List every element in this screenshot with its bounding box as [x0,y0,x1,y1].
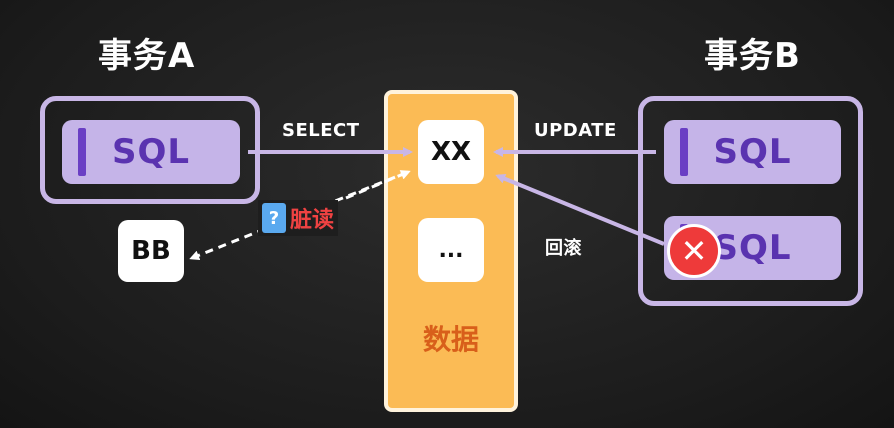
rollback-label: 回滚 [545,238,582,259]
rollback-arrow [495,174,665,246]
result-value-box: BB [118,220,184,282]
select-label: SELECT [282,120,360,141]
transaction-a-sql-label: SQL [111,132,191,172]
update-label: UPDATE [534,120,617,141]
transaction-a-title: 事务A [98,36,196,76]
data-cell-ellipsis: ... [418,218,484,282]
sql-marker-bar [78,128,86,176]
document-question-icon: ? [262,203,286,233]
transaction-b-frame [638,96,863,306]
dirty-read-label: 脏读 [290,208,335,233]
transaction-b-sql-2-label: SQL [713,228,792,268]
dirty-read-arrow-head [345,170,411,200]
sql-marker-bar [680,128,688,176]
transaction-b-title: 事务B [704,36,801,76]
close-icon: ✕ [667,224,721,278]
transaction-b-sql-1-label: SQL [713,132,792,172]
data-column-label: 数据 [422,323,479,356]
transaction-b-sql-1: SQL [664,120,841,184]
dirty-read-tag: ? 脏读 [258,200,339,236]
transaction-a-sql: SQL [62,120,240,184]
data-cell-xx: XX [418,120,484,184]
